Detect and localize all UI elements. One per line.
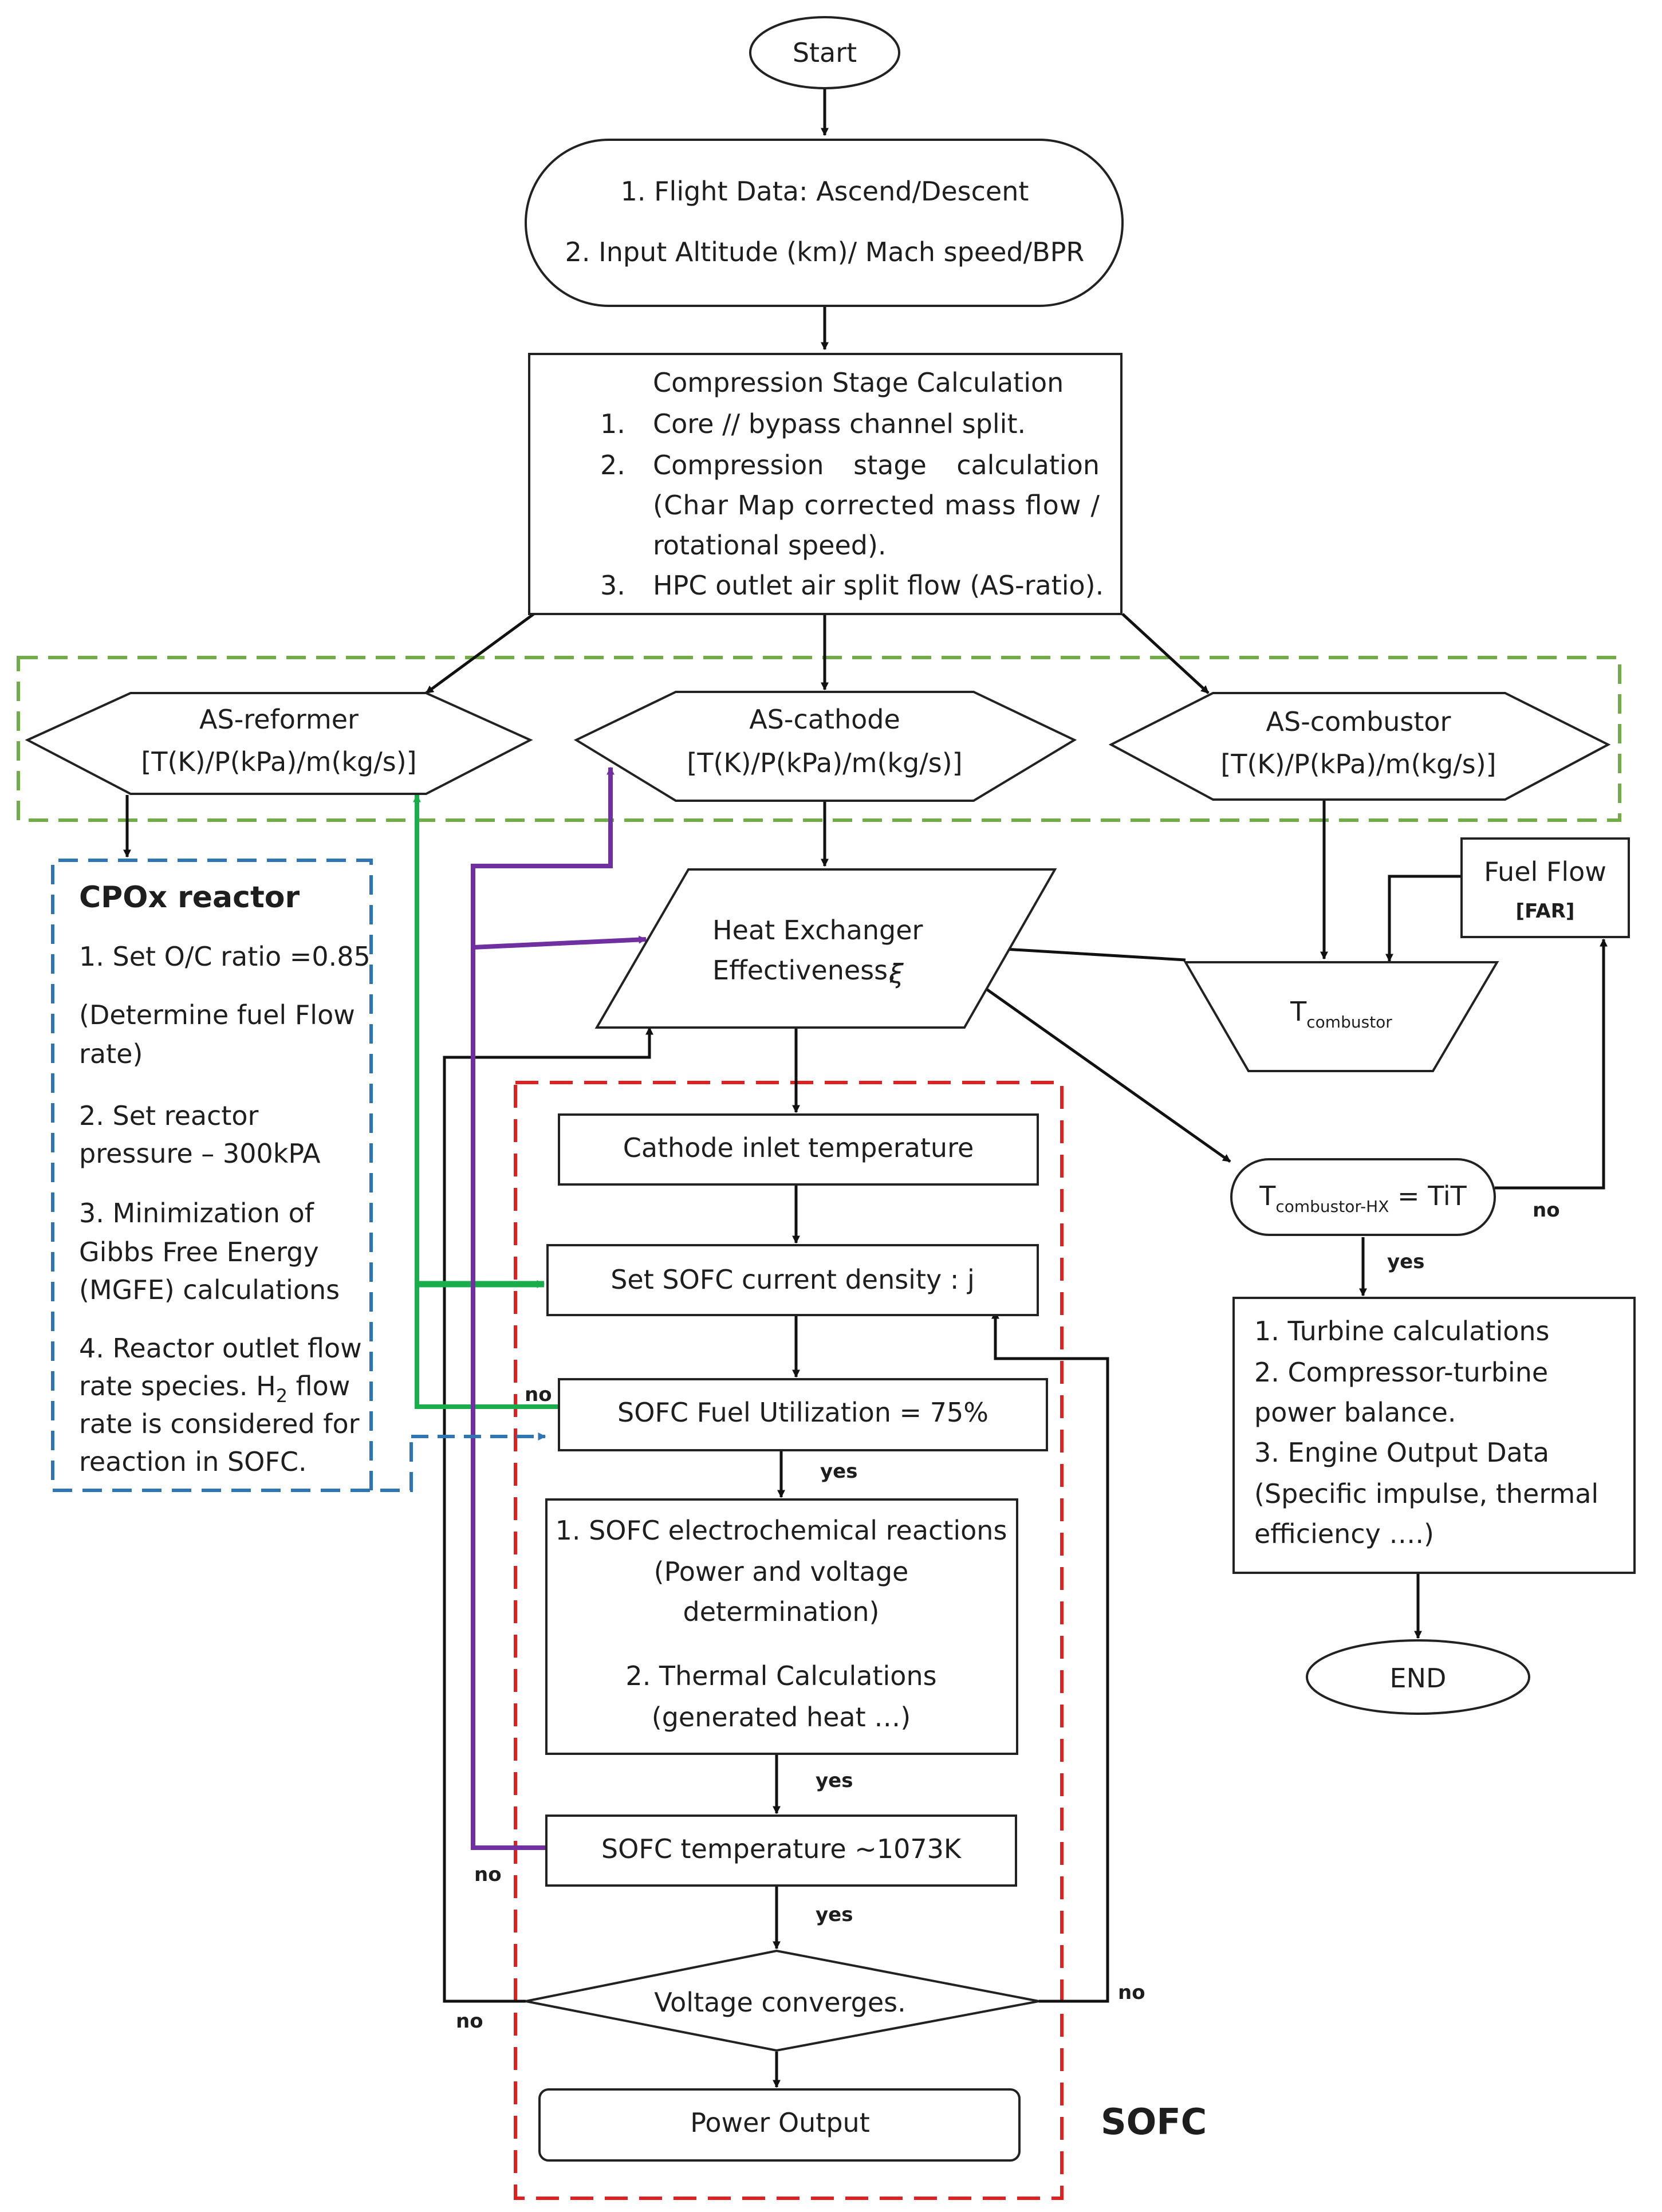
compression-item3: HPC outlet air split flow (AS-ratio). [653, 570, 1104, 601]
turbine-line1: 1. Turbine calculations [1254, 1316, 1550, 1347]
end-label: END [1390, 1663, 1447, 1694]
fuel-flow-box [1460, 837, 1630, 938]
fuel-utilization-box [558, 1378, 1048, 1451]
cpox-step1: 1. Set O/C ratio =0.85 [79, 941, 371, 972]
cpox-step3-c: (MGFE) calculations [79, 1274, 340, 1305]
current-density-label: Set SOFC current density : j [611, 1264, 975, 1295]
as-reformer-sub: [T(K)/P(kPa)/m(kg/s)] [141, 746, 416, 777]
flight-data-line2: 2. Input Altitude (km)/ Mach speed/BPR [565, 237, 1085, 267]
turbine-calculation-box [1232, 1297, 1636, 1574]
as-reformer-title: AS-reformer [199, 704, 359, 735]
compression-n1: 1. [600, 408, 625, 439]
sofc-group-dashed [514, 1081, 1064, 2200]
voltage-no-left-label: no [456, 2010, 483, 2033]
tit-check-label: Tcombustor-HX = TiT [1259, 1180, 1467, 1216]
hx-effectiveness-symbol: ξ [888, 958, 904, 989]
cpox-step1-note-a: (Determine fuel Flow [79, 999, 355, 1030]
end-terminal [1306, 1639, 1530, 1715]
flight-data-line1: 1. Flight Data: Ascend/Descent [621, 176, 1029, 207]
cpox-step4-c: rate is considered for [79, 1408, 360, 1439]
as-cathode-node [573, 691, 1077, 802]
sofc-temperature-label: SOFC temperature ~1073K [601, 1833, 962, 1864]
purple-to-hx-arrow [472, 935, 647, 950]
cathode-inlet-label: Cathode inlet temperature [623, 1132, 974, 1163]
hx-line2: Effectiveness, [712, 955, 896, 986]
power-output-box [538, 2088, 1021, 2162]
hx-line1: Heat Exchanger [712, 915, 923, 946]
compression-item1: Core // bypass channel split. [653, 408, 1026, 439]
as-combustor-node [1108, 692, 1611, 801]
compression-n3: 3. [600, 570, 625, 601]
t-combustor-label: Tcombustor [1290, 996, 1392, 1032]
cpox-title: CPOx reactor [79, 880, 300, 915]
as-combustor-title: AS-combustor [1266, 706, 1451, 737]
fuel-flow-title: Fuel Flow [1484, 856, 1606, 887]
tit-check-node [1230, 1158, 1496, 1236]
sofc-calc-line3: determination) [683, 1596, 880, 1627]
as-combustor-sub: [T(K)/P(kPa)/m(kg/s)] [1220, 749, 1496, 780]
turbine-line3: power balance. [1254, 1397, 1456, 1428]
cpox-step2-a: 2. Set reactor [79, 1100, 259, 1131]
sofc-calc-line2: (Power and voltage [654, 1556, 909, 1587]
power-output-label: Power Output [690, 2107, 870, 2138]
turbine-line4: 3. Engine Output Data [1254, 1437, 1549, 1468]
connectors [123, 85, 1608, 2088]
sofc-calc-line5: (generated heat …) [652, 1702, 911, 1733]
compression-item2-word3: calculation [956, 450, 1100, 481]
as-reformer-node [25, 692, 533, 795]
sofc-group-label: SOFC [1101, 2101, 1207, 2143]
compression-item2-word2: stage [853, 450, 927, 481]
cpox-step1-note-b: rate) [79, 1038, 143, 1069]
fuel-util-no-label: no [525, 1383, 552, 1406]
fuel-flow-sub: [FAR] [1516, 900, 1575, 923]
compression-item2-line2: (Char Map corrected mass flow / [653, 490, 1100, 521]
compression-item2-word1: Compression [653, 450, 824, 481]
sofc-calculation-box [545, 1498, 1018, 1755]
cathode-inlet-box [558, 1113, 1039, 1186]
heat-exchanger-node [594, 868, 1057, 1029]
as-cathode-sub: [T(K)/P(kPa)/m(kg/s)] [687, 747, 962, 778]
sofc-calc-line1: 1. SOFC electrochemical reactions [556, 1515, 1007, 1546]
voltage-converges-label: Voltage converges. [654, 1987, 905, 2018]
cpox-step4-b: rate species. H2 flow [79, 1371, 350, 1407]
fuel-util-yes-label: yes [820, 1460, 857, 1483]
start-terminal [749, 16, 900, 89]
as-cathode-title: AS-cathode [749, 704, 900, 735]
start-label: Start [793, 37, 857, 68]
compression-stage-box [528, 353, 1123, 615]
turbine-line6: efficiency ….) [1254, 1518, 1434, 1549]
cpox-step4-a: 4. Reactor outlet flow [79, 1333, 362, 1364]
sofc-temp-no-label: no [474, 1863, 502, 1886]
turbine-line2: 2. Compressor-turbine [1254, 1357, 1548, 1388]
t-combustor-node [1183, 961, 1499, 1072]
cpox-step3-a: 3. Minimization of [79, 1198, 315, 1229]
compression-title: Compression Stage Calculation [653, 367, 1064, 398]
sofc-temperature-box [545, 1815, 1017, 1887]
green-feedback-arrow [413, 794, 559, 1409]
cpox-step2-b: pressure – 300kPA [79, 1138, 321, 1169]
current-density-box [546, 1244, 1039, 1316]
as-split-group-dashed [17, 656, 1621, 822]
purple-feedback-arrow [471, 766, 615, 1850]
compression-item2-line3: rotational speed). [653, 530, 887, 561]
turbine-line5: (Specific impulse, thermal [1254, 1478, 1598, 1509]
cpox-group-dashed [51, 859, 413, 1492]
fuel-utilization-label: SOFC Fuel Utilization = 75% [617, 1397, 988, 1428]
voltage-no-right-label: no [1118, 1981, 1145, 2004]
compression-n2: 2. [600, 450, 625, 481]
cpox-step4-d: reaction in SOFC. [79, 1446, 307, 1477]
flight-data-input [525, 139, 1124, 307]
voltage-converges-decision [525, 1949, 1039, 2052]
sofc-temp-yes-label: yes [816, 1903, 853, 1926]
sofc-calc-line4: 2. Thermal Calculations [625, 1660, 936, 1691]
cpox-step3-b: Gibbs Free Energy [79, 1237, 319, 1268]
tit-yes-label: yes [1387, 1250, 1424, 1273]
tit-no-label: no [1533, 1199, 1560, 1222]
sofc-calc-yes-label: yes [816, 1769, 853, 1792]
